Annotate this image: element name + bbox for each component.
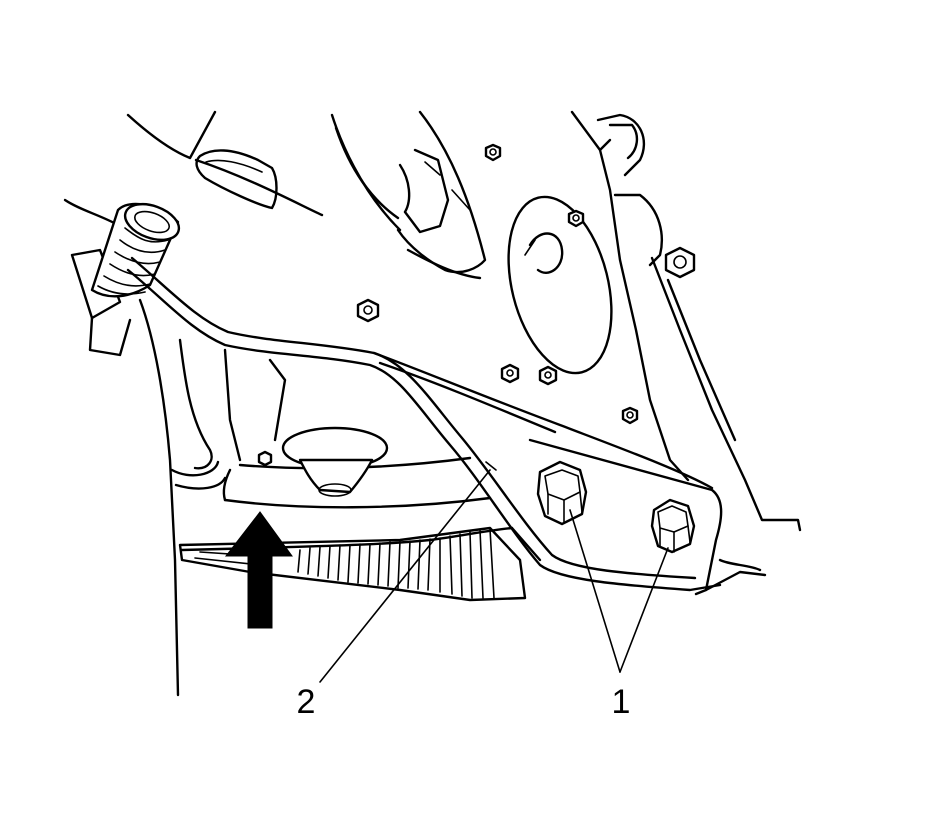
mount-stud-hole [528,232,564,274]
hose-bracket [528,438,767,596]
leader-line-1a [569,509,621,673]
nut-icon [538,365,558,386]
coil-stop [63,198,181,357]
up-arrow-icon [224,511,293,629]
hex-nut-icon [650,498,696,554]
frame-rail [138,298,227,697]
leader-lines [319,461,669,683]
nut-icon [356,298,380,323]
callout-1: 1 [612,683,631,721]
bolt-icon [664,246,696,279]
bracket-nuts [536,460,696,554]
brake-hose [126,256,722,592]
wiring-harness [178,526,542,602]
nut-icon [567,209,585,228]
spring-seat [330,110,487,280]
nut-icon [484,143,502,162]
nut-icon [621,406,639,425]
plate-nuts [356,143,639,425]
bolt-icon [257,450,273,467]
right-bracket [596,113,802,532]
callout-2: 2 [297,683,316,721]
leader-line-1b [619,547,669,673]
nut-icon [500,363,520,384]
lower-mount-base [222,348,492,509]
leader-line-2-tip [485,461,497,471]
leader-line-2 [319,469,491,683]
strut-plate [507,110,690,482]
upper-mount-plate [507,195,613,375]
upper-body-panel [126,110,324,217]
hex-nut-icon [536,460,588,526]
